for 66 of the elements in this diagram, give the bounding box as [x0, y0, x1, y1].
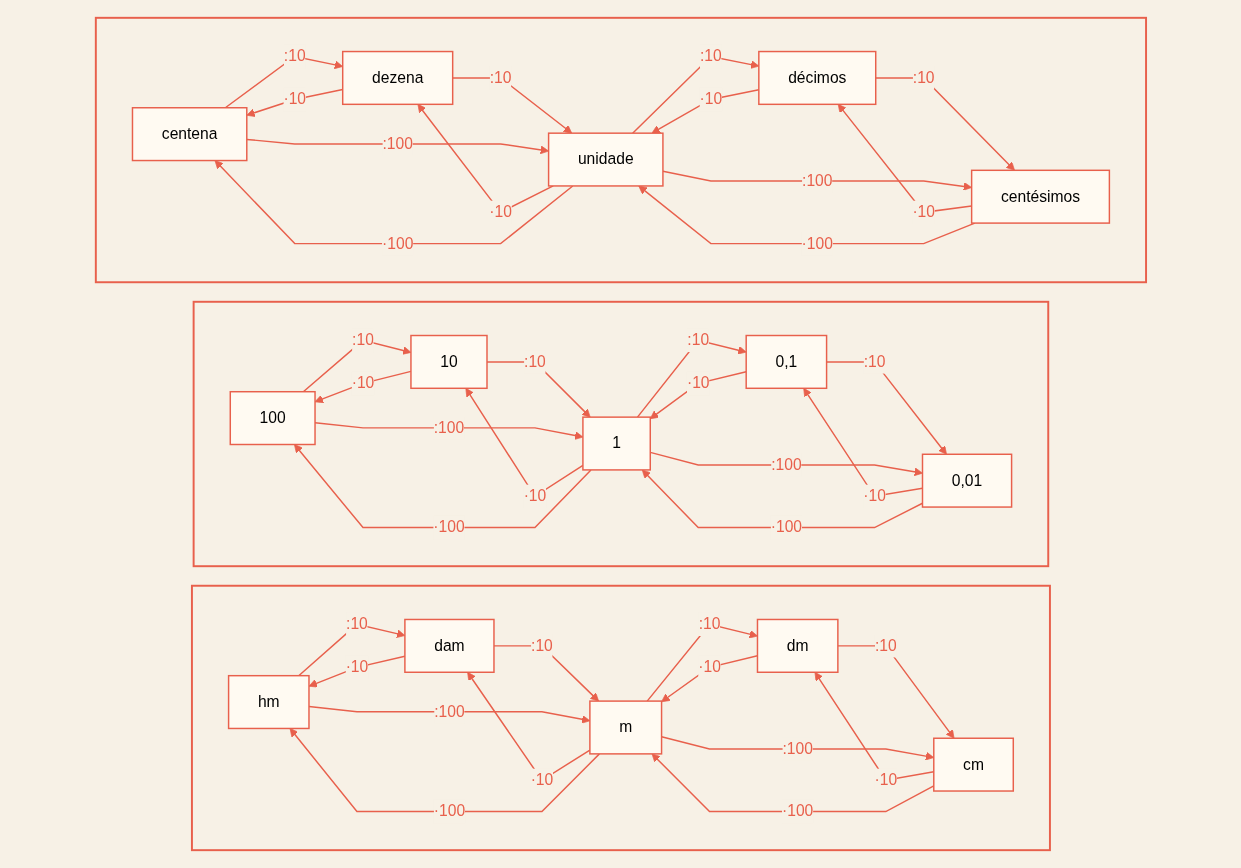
edge-label: :10 — [874, 637, 897, 654]
node-box: 1 — [581, 416, 651, 471]
arrow — [293, 444, 592, 529]
edge-label: :100 — [801, 172, 833, 189]
edge-label: ·100 — [432, 518, 465, 536]
arrow — [641, 469, 923, 529]
arrow — [289, 728, 600, 813]
edge-label: ·10 — [283, 90, 306, 108]
node-box: cm — [932, 737, 1014, 792]
edge-label: :10 — [530, 637, 553, 654]
edge-label: :10 — [698, 615, 720, 633]
node-box: m — [588, 700, 662, 755]
edge-label: ·10 — [686, 374, 710, 392]
edge-label: ·10 — [862, 487, 886, 505]
edge-label: :10 — [345, 615, 368, 633]
edge-label: ·10 — [488, 203, 512, 221]
edge-label: ·10 — [874, 771, 897, 789]
edge-label: :100 — [433, 703, 465, 720]
node-box: 0,01 — [921, 453, 1012, 508]
edge-label: ·10 — [697, 658, 721, 676]
node-box: unidade — [547, 132, 664, 187]
edge-label: ·100 — [433, 802, 465, 820]
arrow — [297, 623, 405, 677]
edge-label: :10 — [863, 353, 885, 370]
node-box: hm — [227, 674, 310, 730]
node-box: dam — [403, 618, 495, 673]
edge-label: :10 — [523, 353, 546, 370]
edge-label: ·100 — [781, 802, 813, 820]
cluster — [192, 300, 1049, 568]
arrow — [631, 55, 759, 134]
edge-label: :10 — [686, 331, 709, 349]
arrow — [649, 451, 923, 477]
arrow — [637, 185, 976, 245]
node-box: 0,1 — [745, 334, 827, 390]
edge-label: ·10 — [351, 374, 374, 392]
edge-label: :10 — [351, 331, 374, 349]
edge-label: ·10 — [523, 487, 546, 505]
cluster — [94, 16, 1147, 284]
edge-label: :10 — [283, 47, 306, 65]
node-box: centésimos — [970, 169, 1110, 224]
edge-label: :10 — [912, 69, 935, 86]
arrow — [214, 160, 574, 245]
arrow — [837, 103, 972, 214]
node-box: dezena — [341, 50, 453, 106]
edge-label: :10 — [489, 69, 512, 86]
edge-label: ·100 — [801, 234, 833, 252]
node-box: 10 — [409, 334, 488, 390]
edge-label: ·10 — [699, 90, 722, 108]
edge-label: ·10 — [345, 658, 368, 676]
edge-label: :100 — [770, 456, 802, 473]
node-box: décimos — [757, 50, 876, 106]
edge-label: ·10 — [530, 771, 553, 789]
edge-label: :100 — [433, 419, 464, 436]
edge-label: :100 — [382, 135, 413, 152]
cluster — [190, 584, 1051, 852]
edge-label: :100 — [782, 740, 813, 757]
arrow — [660, 654, 758, 703]
arrow — [802, 387, 923, 498]
edge-label: ·100 — [770, 518, 802, 536]
arrow — [224, 55, 343, 109]
edge-label: ·100 — [381, 234, 413, 252]
node-box: dm — [756, 618, 839, 673]
node-box: 100 — [229, 391, 316, 446]
node-box: centena — [131, 107, 248, 162]
edge-label: ·10 — [911, 203, 935, 221]
edge-label: :10 — [699, 47, 722, 65]
